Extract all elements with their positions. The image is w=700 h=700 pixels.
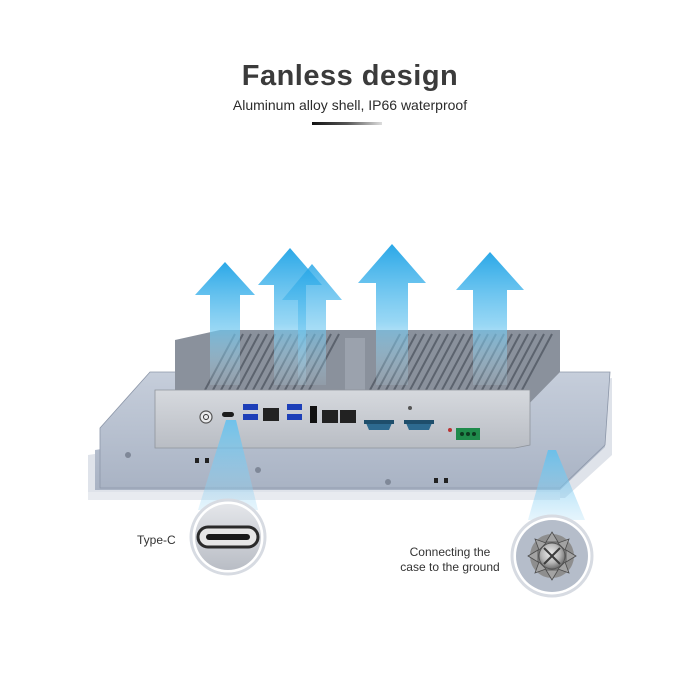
typec-port-icon (222, 412, 234, 417)
terminal-block (456, 428, 480, 440)
airflow-arrow-icon (456, 252, 524, 385)
airflow-arrow-icon (282, 264, 342, 385)
airflow-arrow-icon (358, 244, 426, 385)
ground-callout-beam (528, 450, 585, 520)
title-underline (312, 122, 382, 125)
ground-label: Connecting the case to the ground (395, 545, 505, 575)
ground-screw-icon (527, 531, 577, 581)
page-subtitle: Aluminum alloy shell, IP66 waterproof (232, 97, 468, 113)
io-plate (154, 389, 531, 449)
ground-screw-callout (510, 514, 594, 598)
airflow-arrow-icon (195, 262, 255, 385)
ground-label-line1: Connecting the (409, 545, 491, 559)
typec-callout-beam (198, 420, 258, 510)
ethernet-port-icon (263, 408, 356, 423)
power-button-icon (199, 410, 213, 424)
usb-port-icon (243, 404, 302, 420)
airflow-arrows (195, 244, 524, 385)
typec-callout (189, 498, 267, 576)
serial-port-icon (364, 420, 434, 430)
ground-label-line2: case to the ground (400, 560, 500, 574)
page-title: Fanless design (241, 60, 459, 92)
typec-label: Type-C (137, 533, 176, 547)
